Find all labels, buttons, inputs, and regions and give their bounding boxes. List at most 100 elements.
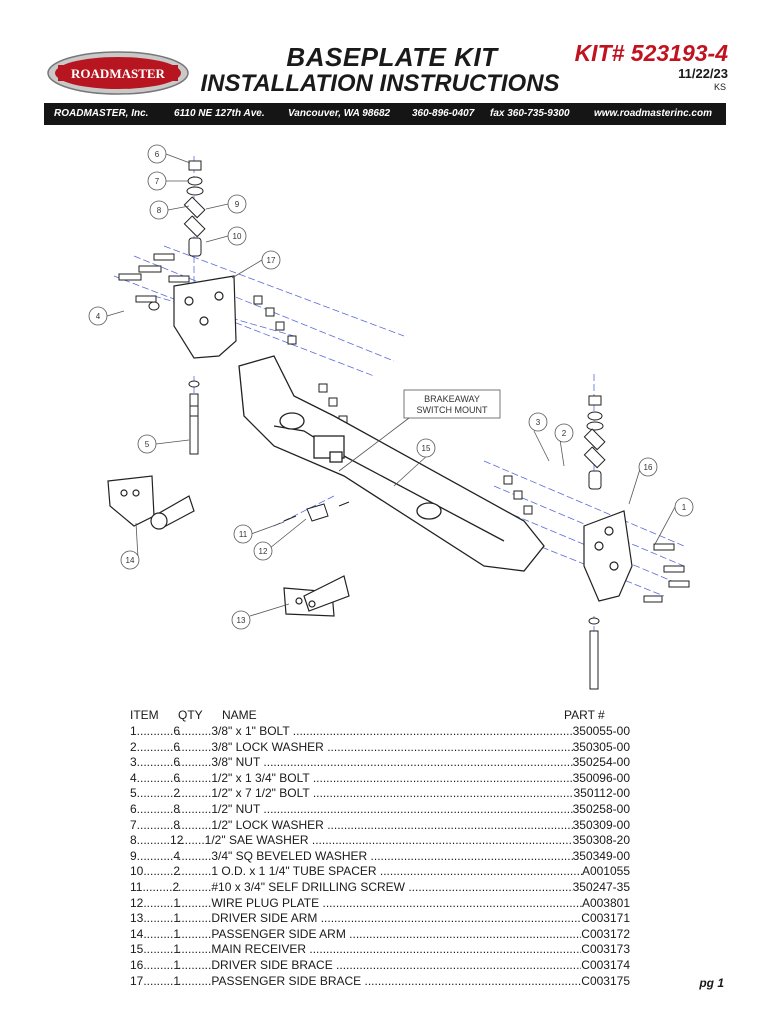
name-cell: ..........DRIVER SIDE BRACE ............… (178, 958, 581, 972)
fax-number: fax 360-735-9300 (490, 108, 570, 119)
part-number-cell: C003173 (581, 942, 630, 957)
item-qty-cell: 5...........2 (130, 786, 181, 801)
roadmaster-logo: ROADMASTER (46, 50, 190, 96)
street-address: 6110 NE 127th Ave. (174, 108, 265, 119)
item-qty-cell: 16.........1 (130, 957, 181, 972)
page-number: pg 1 (699, 976, 724, 990)
logo-text: ROADMASTER (71, 66, 166, 81)
callout-11: 11 (239, 530, 248, 539)
leader-dots: ........................................… (336, 957, 582, 972)
name-cell: ..........3/4" SQ BEVELED WASHER .......… (178, 849, 573, 863)
header-name: NAME (222, 708, 257, 722)
table-row: 1...........6 ..........3/8" x 1" BOLT .… (130, 724, 630, 740)
part-number-cell: C003175 (581, 973, 630, 988)
name-text: ..........DRIVER SIDE ARM (178, 911, 321, 926)
name-cell: ..........PASSENGER SIDE ARM ...........… (178, 927, 581, 941)
item-qty-cell: 1...........6 (130, 724, 181, 738)
item-qty-cell: 6...........8 (130, 801, 181, 816)
table-row: 7...........8 ..........1/2" LOCK WASHER… (130, 818, 630, 834)
callout-14: 14 (126, 556, 135, 565)
item-qty-cell: 13.........1 (130, 911, 181, 926)
item-qty-cell: 14.........1 (130, 926, 181, 941)
name-text: ..........DRIVER SIDE BRACE (178, 957, 337, 972)
part-number-cell: 350258-00 (572, 801, 630, 816)
part-number-cell: 350254-00 (572, 755, 630, 770)
callout-12: 12 (259, 547, 268, 556)
callout-6: 6 (155, 150, 160, 159)
item-qty-cell: 3...........6 (130, 755, 181, 770)
part-number-cell: 350055-00 (572, 724, 630, 738)
name-text: ..........3/8" x 1" BOLT (178, 724, 293, 738)
name-text: ..........3/8" LOCK WASHER (178, 739, 328, 754)
name-cell: ..........#10 x 3/4" SELF DRILLING SCREW… (178, 880, 573, 894)
table-row: 4...........6 ..........1/2" x 1 3/4" BO… (130, 771, 630, 787)
table-row: 17.........1 ..........PASSENGER SIDE BR… (130, 974, 630, 990)
callout-5: 5 (145, 440, 150, 449)
kit-number: KIT# 523193-4 (574, 40, 728, 66)
name-text: ..........PASSENGER SIDE BRACE (178, 973, 365, 988)
leader-dots: ........................................… (311, 833, 573, 848)
header-item: ITEM (130, 708, 159, 722)
exploded-diagram: 6 7 8 9 10 17 4 5 3 2 16 1 15 11 12 14 1… (44, 126, 726, 701)
table-row: 15.........1 ..........MAIN RECEIVER ...… (130, 942, 630, 958)
item-qty-cell: 7...........8 (130, 817, 181, 832)
table-row: 9...........4 ..........3/4" SQ BEVELED … (130, 849, 630, 865)
name-cell: ..........DRIVER SIDE ARM ..............… (178, 911, 581, 925)
leader-dots: ........................................… (263, 755, 573, 770)
item-qty-cell: 10.........2 (130, 864, 181, 879)
name-cell: ..........PASSENGER SIDE BRACE .........… (178, 974, 581, 988)
company-name: ROADMASTER, Inc. (54, 108, 149, 119)
leader-dots: ........................................… (312, 786, 574, 801)
leader-dots: ........................................… (327, 817, 573, 832)
table-row: 8..........12 ........1/2" SAE WASHER ..… (130, 833, 630, 849)
name-text: ..........#10 x 3/4" SELF DRILLING SCREW (178, 879, 409, 894)
city-address: Vancouver, WA 98682 (288, 108, 391, 119)
name-text: ..........WIRE PLUG PLATE (178, 895, 323, 910)
part-number-cell: C003172 (581, 926, 630, 941)
name-text: ..........3/4" SQ BEVELED WASHER (178, 848, 371, 863)
item-qty-cell: 2...........6 (130, 739, 181, 754)
callout-8: 8 (157, 206, 162, 215)
table-row: 6...........8 ..........1/2" NUT .......… (130, 802, 630, 818)
breakaway-label-line2: SWITCH MOUNT (417, 405, 488, 415)
item-qty-cell: 9...........4 (130, 848, 181, 863)
part-number-cell: C003171 (581, 911, 630, 926)
name-cell: ..........1/2" LOCK WASHER .............… (178, 818, 573, 832)
table-row: 3...........6 ..........3/8" NUT .......… (130, 755, 630, 771)
parts-table-header: ITEM QTY NAME PART # (130, 708, 630, 724)
part-number-cell: 350112-00 (573, 786, 631, 801)
name-text: ..........1/2" x 7 1/2" BOLT (178, 786, 313, 801)
breakaway-label-line1: BRAKEAWAY (424, 394, 480, 404)
callout-markers (88, 144, 694, 630)
header-qty: QTY (178, 708, 203, 722)
name-cell: ..........3/8" x 1" BOLT ...............… (178, 724, 573, 738)
callout-16: 16 (644, 463, 653, 472)
table-row: 2...........6 ..........3/8" LOCK WASHER… (130, 740, 630, 756)
part-number-cell: 350309-00 (572, 817, 630, 832)
name-cell: ..........1/2" x 7 1/2" BOLT ...........… (178, 786, 574, 800)
part-number-cell: A001055 (581, 864, 630, 879)
name-cell: ..........3/8" NUT .....................… (178, 755, 573, 769)
name-text: ..........1/2" NUT (178, 801, 264, 816)
leader-dots: ........................................… (322, 895, 582, 910)
name-text: ..........MAIN RECEIVER (178, 942, 310, 957)
leader-dots: ........................................… (408, 879, 572, 894)
callout-10: 10 (233, 232, 242, 241)
table-row: 11.........2 ..........#10 x 3/4" SELF D… (130, 880, 630, 896)
name-cell: ..........3/8" LOCK WASHER .............… (178, 740, 573, 754)
leader-dots: ........................................… (379, 864, 582, 879)
leader-dots: ........................................… (320, 911, 582, 926)
part-number-cell: A003801 (581, 895, 630, 910)
name-text: ..........3/8" NUT (178, 755, 264, 770)
name-cell: ..........MAIN RECEIVER ................… (178, 942, 581, 956)
table-row: 10.........2 ..........1 O.D. x 1 1/4" T… (130, 864, 630, 880)
item-qty-cell: 4...........6 (130, 770, 181, 785)
leader-dots: ........................................… (263, 801, 573, 816)
callout-3: 3 (536, 418, 541, 427)
name-cell: ..........1/2" x 1 3/4" BOLT ...........… (178, 771, 573, 785)
name-text: ........1/2" SAE WASHER (178, 833, 312, 848)
part-number-cell: 350349-00 (572, 848, 630, 863)
part-number-cell: C003174 (581, 957, 630, 972)
table-row: 12.........1 ..........WIRE PLUG PLATE .… (130, 896, 630, 912)
leader-dots: ........................................… (312, 770, 573, 785)
